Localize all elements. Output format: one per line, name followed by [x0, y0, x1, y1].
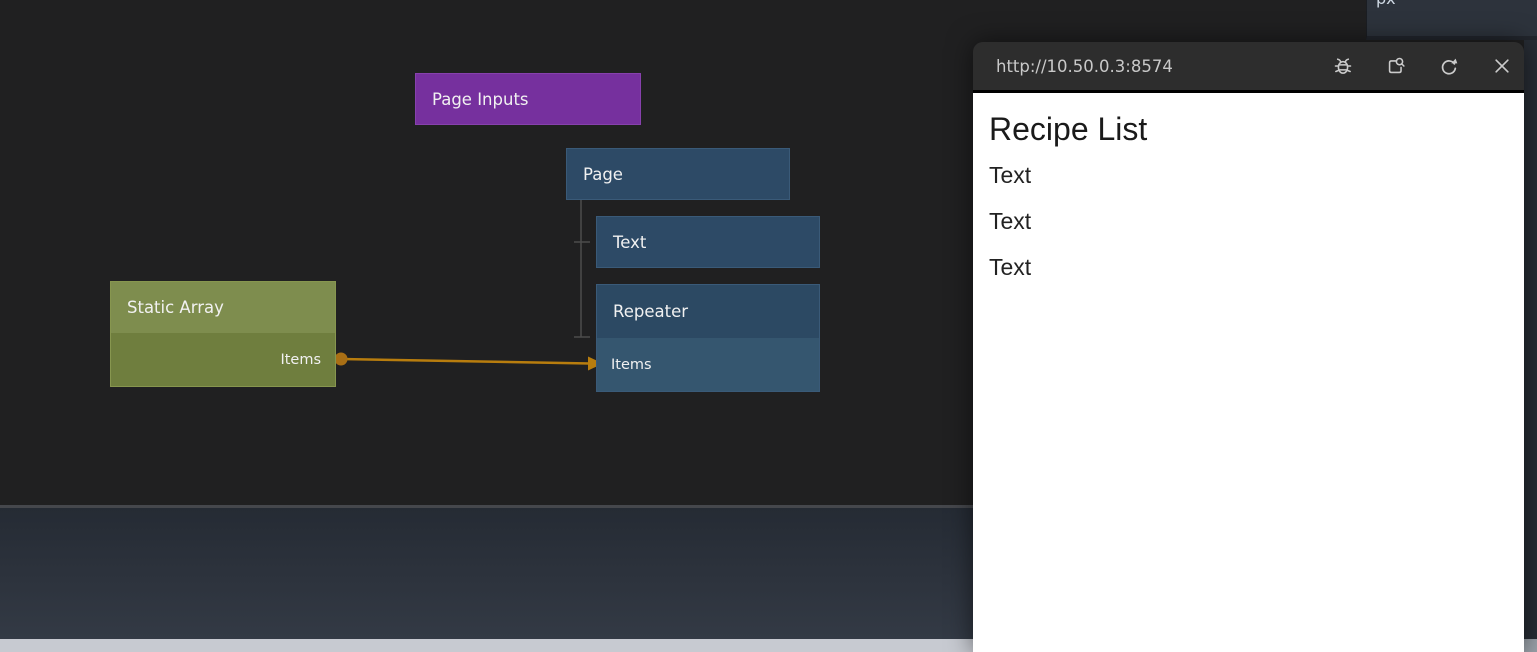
inspect-icon[interactable]: [1385, 55, 1407, 77]
node-title: Static Array: [111, 282, 335, 333]
refresh-icon[interactable]: [1438, 55, 1460, 77]
node-repeater[interactable]: Repeater Items: [596, 284, 820, 392]
node-title: Page: [567, 149, 789, 199]
titlebar-icons: [1332, 55, 1513, 77]
static-array-items-output-port[interactable]: Items: [111, 333, 335, 386]
preview-window: http://10.50.0.3:8574: [973, 42, 1524, 652]
preview-titlebar[interactable]: http://10.50.0.3:8574: [973, 42, 1524, 93]
app-text-item: Text: [989, 208, 1508, 235]
right-panel-strip-bottom: [1524, 639, 1537, 652]
node-title: Text: [597, 217, 819, 267]
preview-url[interactable]: http://10.50.0.3:8574: [996, 57, 1173, 76]
output-port-dot[interactable]: [335, 353, 348, 366]
app-text-item: Text: [989, 254, 1508, 281]
preview-content: Recipe List Text Text Text: [973, 93, 1524, 652]
properties-popup-clipped: px: [1366, 0, 1537, 40]
node-title: Page Inputs: [416, 74, 640, 124]
node-page-inputs[interactable]: Page Inputs: [415, 73, 641, 125]
close-icon[interactable]: [1491, 55, 1513, 77]
app-heading: Recipe List: [989, 111, 1508, 148]
unit-label: px: [1376, 0, 1396, 8]
node-title: Repeater: [597, 285, 819, 338]
node-static-array[interactable]: Static Array Items: [110, 281, 336, 387]
node-page[interactable]: Page: [566, 148, 790, 200]
debug-icon[interactable]: [1332, 55, 1354, 77]
hierarchy-lines: [574, 200, 590, 337]
right-panel-strip: [1524, 0, 1537, 639]
node-text[interactable]: Text: [596, 216, 820, 268]
repeater-items-input-port[interactable]: Items: [597, 338, 819, 391]
app-text-item: Text: [989, 162, 1508, 189]
items-connection[interactable]: [335, 353, 604, 371]
